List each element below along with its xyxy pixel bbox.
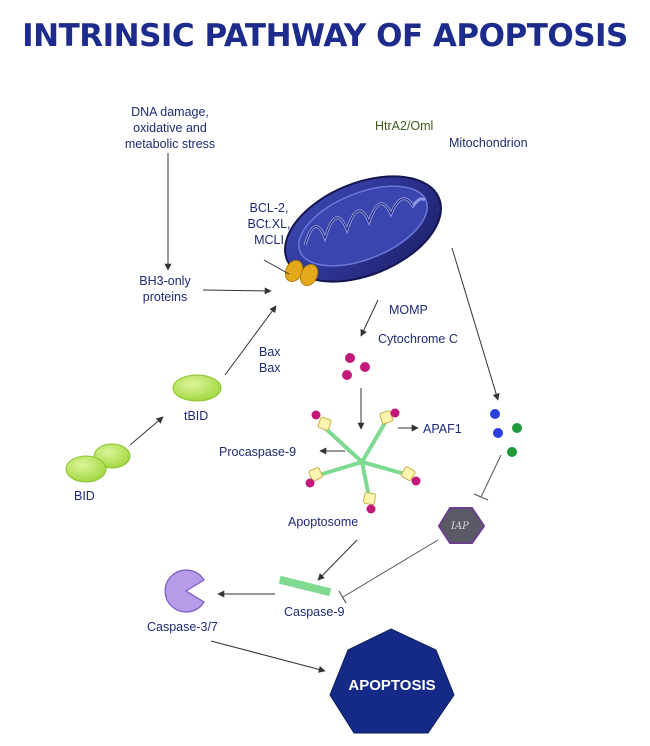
diagram-title: INTRINSIC PATHWAY OF APOPTOSIS <box>22 18 628 54</box>
apoptosome-heads <box>305 408 421 514</box>
iap-hexagon <box>437 507 486 544</box>
mitochondrion-shape <box>284 175 442 283</box>
apoptosis-label: APOPTOSIS <box>348 677 436 694</box>
apoptosome-shape <box>317 419 407 499</box>
bh3-to-mito-arrow <box>202 287 272 295</box>
iap-label: IAP <box>451 521 469 532</box>
bh3-label-line1: BH3-only <box>139 274 191 288</box>
mito-to-htra2-arrow <box>451 247 500 401</box>
stress-label-line2: oxidative and <box>133 121 207 135</box>
blue-dot-1 <box>490 409 500 419</box>
apoptosome-label: Apoptosome <box>288 515 359 529</box>
bax-label-line1: Bax <box>259 345 281 359</box>
procaspase9-label: Procaspase-9 <box>219 445 297 459</box>
stress-label-line1: DNA damage, <box>131 105 209 119</box>
bid-protein-front <box>65 455 107 483</box>
momp-arrow <box>360 299 379 337</box>
htra2-inhibits-iap <box>480 454 502 498</box>
bcl-protein-2 <box>299 263 319 287</box>
bcl-label-line3: MCLI <box>254 233 284 247</box>
tbid-label: tBID <box>184 409 209 423</box>
cytochrome-dot-2 <box>360 362 370 372</box>
htra2-inhibit-bar <box>473 493 489 501</box>
tbid-to-mito-arrow <box>224 305 277 376</box>
bh3-label: BH3-only proteins <box>120 273 210 305</box>
caspase37-label: Caspase-3/7 <box>147 620 218 634</box>
stress-label: DNA damage, oxidative and metabolic stre… <box>102 104 238 152</box>
bax-label: Bax Bax <box>259 344 281 376</box>
bcl-label-line1: BCL-2, <box>249 201 289 215</box>
cytochrome-dot-3 <box>342 370 352 380</box>
caspase37-shape <box>164 569 205 613</box>
tbid-protein <box>172 374 222 402</box>
iap-inhibit-bar <box>338 590 347 604</box>
caspase9-label: Caspase-9 <box>284 605 345 619</box>
green-dot-1 <box>512 423 522 433</box>
momp-label: MOMP <box>389 303 428 317</box>
bax-label-line2: Bax <box>259 361 281 375</box>
iap-inhibits-caspase9 <box>342 539 439 598</box>
cytochrome-dot-1 <box>345 353 355 363</box>
stress-label-line3: metabolic stress <box>124 137 216 151</box>
apoptosis-heptagon <box>329 628 455 734</box>
apoptosome-to-caspase9-arrow <box>317 539 358 581</box>
apaf1-label: APAF1 <box>423 422 462 436</box>
caspase37-to-apoptosis-arrow <box>210 640 326 673</box>
green-dot-2 <box>507 447 517 457</box>
mitochondrion-label: Mitochondrion <box>449 136 528 150</box>
htra2-label: HtrA2/Oml <box>375 119 434 133</box>
bcl-pointer-line <box>263 259 290 275</box>
cytochrome-c-label: Cytochrome C <box>378 332 458 346</box>
bh3-label-line2: proteins <box>142 290 188 304</box>
bid-label: BID <box>74 489 95 503</box>
bcl-label-line2: BCt.XL, <box>247 217 291 231</box>
caspase9-bar <box>278 575 332 597</box>
bcl-label: BCL-2, BCt.XL, MCLI <box>240 200 298 248</box>
blue-dot-2 <box>493 428 503 438</box>
bid-to-tbid-arrow <box>129 416 164 446</box>
